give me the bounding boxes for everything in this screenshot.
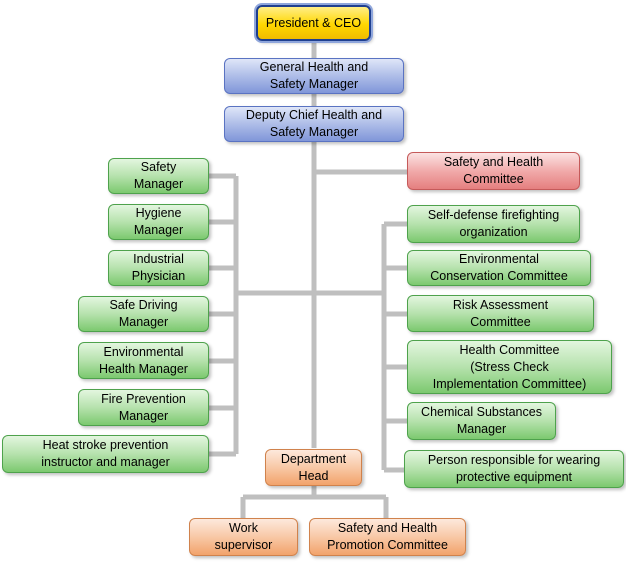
industrial-physician-box: Industrial Physician [108,250,209,286]
self-defense-firefighting-organization-box: Self-defense firefighting organization [407,205,580,243]
fire-prevention-manager-box: Fire Prevention Manager [78,389,209,426]
chemical-substances-manager-box: Chemical Substances Manager [407,402,556,440]
hygiene-manager-box: Hygiene Manager [108,204,209,240]
department-head-box: Department Head [265,449,362,486]
general-health-safety-manager-box: General Health and Safety Manager [224,58,404,94]
risk-assessment-committee-box: Risk Assessment Committee [407,295,594,332]
safety-manager-box: Safety Manager [108,158,209,194]
environmental-conservation-committee-box: Environmental Conservation Committee [407,250,591,286]
safe-driving-manager-box: Safe Driving Manager [78,296,209,332]
health-committee-box: Health Committee (Stress Check Implement… [407,340,612,394]
protective-equipment-responsible-box: Person responsible for wearing protectiv… [404,450,624,488]
environmental-health-manager-box: Environmental Health Manager [78,342,209,379]
safety-health-committee-box: Safety and Health Committee [407,152,580,190]
deputy-chief-health-safety-manager-box: Deputy Chief Health and Safety Manager [224,106,404,142]
president-ceo-box: President & CEO [256,5,371,41]
safety-health-promotion-committee-box: Safety and Health Promotion Committee [309,518,466,556]
work-supervisor-box: Work supervisor [189,518,298,556]
heat-stroke-prevention-instructor-box: Heat stroke prevention instructor and ma… [2,435,209,473]
